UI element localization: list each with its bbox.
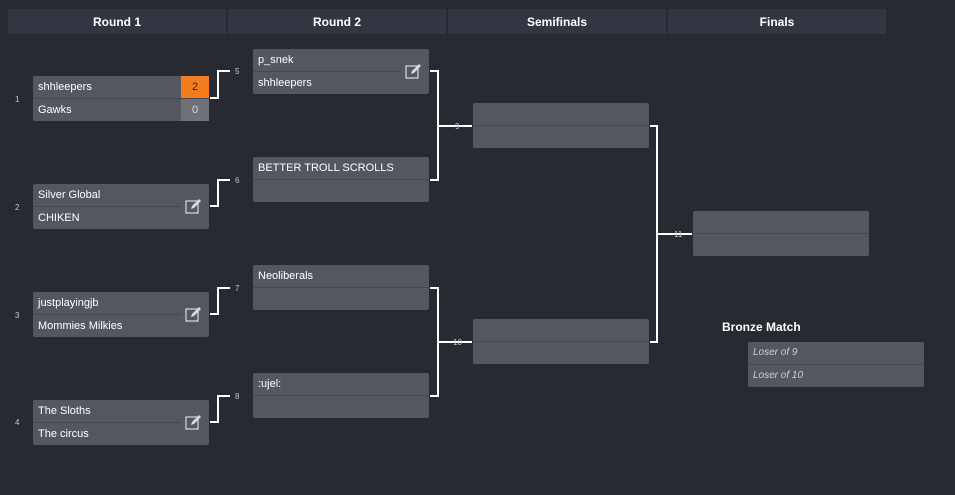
slot-divider xyxy=(253,71,401,72)
slot-divider xyxy=(253,179,429,180)
score-winner: 2 xyxy=(181,76,209,98)
match-card-6[interactable]: BETTER TROLL SCROLLS xyxy=(253,157,429,202)
round-header-2: Round 2 xyxy=(228,9,446,34)
team-slot-top[interactable]: p_snek xyxy=(258,54,294,66)
match-card-7[interactable]: Neoliberals xyxy=(253,265,429,310)
slot-divider xyxy=(253,287,429,288)
team-slot-top[interactable]: Neoliberals xyxy=(258,270,314,282)
match-card-5[interactable]: p_snek shhleepers xyxy=(253,49,429,94)
seed-label-3: 3 xyxy=(15,311,20,320)
match-card-8[interactable]: :ujel: xyxy=(253,373,429,418)
seed-label-1: 1 xyxy=(15,95,20,104)
score-loser: 0 xyxy=(181,99,209,121)
match-card-4[interactable]: The Sloths The circus xyxy=(33,400,209,445)
match-card-3[interactable]: justplayingjb Mommies Milkies xyxy=(33,292,209,337)
slot-divider xyxy=(253,395,429,396)
seed-label-2: 2 xyxy=(15,203,20,212)
round-header-finals: Finals xyxy=(668,9,886,34)
team-slot-bottom[interactable] xyxy=(473,126,649,148)
team-slot-top[interactable] xyxy=(693,211,869,233)
team-slot-bottom[interactable] xyxy=(253,396,429,418)
seed-label-4: 4 xyxy=(15,418,20,427)
edit-icon[interactable] xyxy=(185,198,203,214)
round-header-1: Round 1 xyxy=(8,9,226,34)
team-slot-top[interactable]: BETTER TROLL SCROLLS xyxy=(258,162,394,174)
slot-divider xyxy=(33,422,181,423)
match-number-8: 8 xyxy=(235,392,240,401)
slot-divider xyxy=(473,125,649,126)
match-number-10: 10 xyxy=(453,338,462,347)
team-slot-top[interactable]: The Sloths xyxy=(38,405,91,417)
team-slot-bottom[interactable]: Loser of 10 xyxy=(753,370,804,381)
bronze-match-title: Bronze Match xyxy=(722,320,801,334)
match-card-11[interactable] xyxy=(693,211,869,256)
team-slot-bottom[interactable] xyxy=(473,342,649,364)
match-number-5: 5 xyxy=(235,67,240,76)
slot-divider xyxy=(33,98,209,99)
round-header-semifinals: Semifinals xyxy=(448,9,666,34)
match-number-11: 11 xyxy=(674,230,683,239)
team-slot-top[interactable]: :ujel: xyxy=(258,378,282,390)
team-slot-bottom[interactable] xyxy=(253,288,429,310)
match-number-6: 6 xyxy=(235,176,240,185)
team-slot-bottom[interactable]: The circus xyxy=(38,428,89,440)
match-card-9[interactable] xyxy=(473,103,649,148)
edit-icon[interactable] xyxy=(185,414,203,430)
team-slot-top[interactable]: shhleepers xyxy=(38,81,92,93)
match-card-10[interactable] xyxy=(473,319,649,364)
team-slot-bottom[interactable]: Gawks xyxy=(38,104,72,116)
match-number-9: 9 xyxy=(455,122,460,131)
match-card-1[interactable]: shhleepers Gawks 2 0 xyxy=(33,76,209,121)
match-number-7: 7 xyxy=(235,284,240,293)
team-slot-top[interactable] xyxy=(473,319,649,341)
team-slot-bottom[interactable]: shhleepers xyxy=(258,77,312,89)
team-slot-top[interactable] xyxy=(473,103,649,125)
team-slot-top[interactable]: Silver Global xyxy=(38,189,101,201)
edit-icon[interactable] xyxy=(405,63,423,79)
team-slot-bottom[interactable] xyxy=(693,234,869,256)
slot-divider xyxy=(33,206,181,207)
team-slot-bottom[interactable]: Mommies Milkies xyxy=(38,320,123,332)
match-card-2[interactable]: Silver Global CHIKEN xyxy=(33,184,209,229)
edit-icon[interactable] xyxy=(185,306,203,322)
team-slot-top[interactable]: justplayingjb xyxy=(38,297,99,309)
team-slot-top[interactable]: Loser of 9 xyxy=(753,347,798,358)
slot-divider xyxy=(693,233,869,234)
slot-divider xyxy=(473,341,649,342)
slot-divider xyxy=(748,364,924,365)
team-slot-bottom[interactable] xyxy=(253,180,429,202)
bronze-match-card[interactable]: Loser of 9 Loser of 10 xyxy=(748,342,924,387)
team-slot-bottom[interactable]: CHIKEN xyxy=(38,212,80,224)
slot-divider xyxy=(33,314,181,315)
